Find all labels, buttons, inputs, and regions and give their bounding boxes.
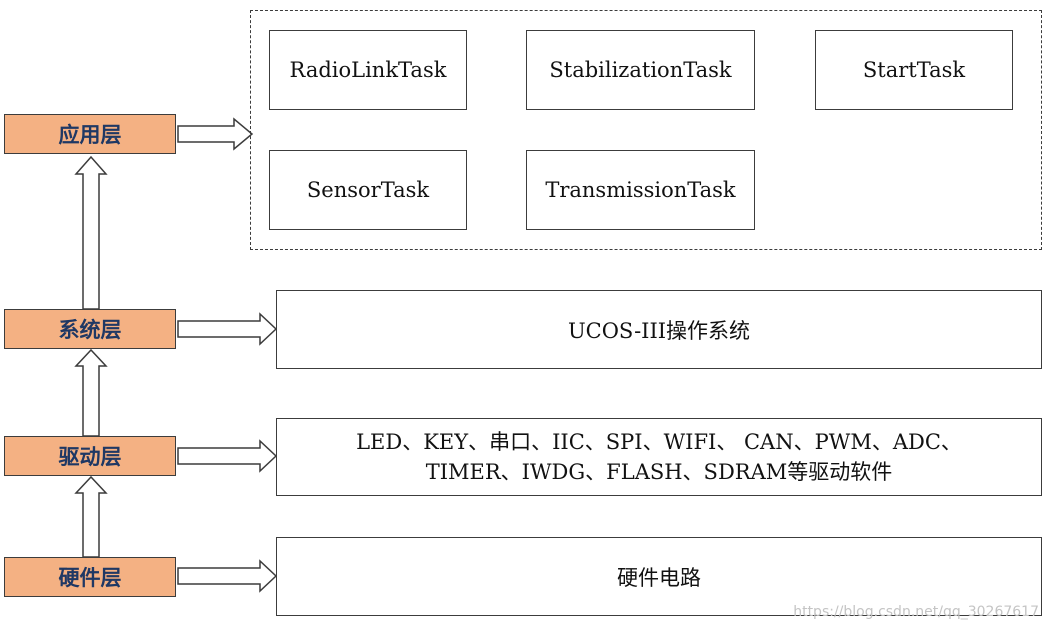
task-transmission: TransmissionTask [526,150,755,230]
task-sensor: SensorTask [269,150,467,230]
task-radio-link-label: RadioLinkTask [289,58,447,82]
system-os-label: UCOS-III操作系统 [567,318,751,343]
task-sensor-label: SensorTask [306,178,430,202]
arrow-system-to-app [74,155,108,310]
arrow-app-to-tasks [177,117,254,151]
arrow-system-to-os [177,312,278,346]
driver-software-box: LED、KEY、串口、IIC、SPI、WIFI、 CAN、PWM、ADC、 TI… [276,418,1042,496]
task-transmission-label: TransmissionTask [545,178,736,202]
arrow-driver-to-drivers [177,439,278,473]
app-tasks-container [250,10,1042,250]
layer-app-label: 应用层 [58,122,122,147]
arrow-driver-to-system [74,348,108,437]
arrow-hardware-to-circuit [177,559,278,593]
layer-driver: 驱动层 [4,436,176,476]
task-stabilization: StabilizationTask [526,30,755,110]
arrow-hardware-to-driver [74,475,108,558]
task-start: StartTask [815,30,1013,110]
hardware-circuit-box: 硬件电路 [276,537,1042,616]
layer-hardware-label: 硬件层 [58,565,122,590]
task-radio-link: RadioLinkTask [269,30,467,110]
layer-hardware: 硬件层 [4,557,176,597]
system-os-box: UCOS-III操作系统 [276,290,1042,369]
layer-system-label: 系统层 [58,317,122,342]
layer-driver-label: 驱动层 [58,444,122,469]
task-start-label: StartTask [862,58,966,82]
layer-app: 应用层 [4,114,176,154]
watermark: https://blog.csdn.net/qq_30267617 [793,604,1039,620]
driver-line-1: LED、KEY、串口、IIC、SPI、WIFI、 CAN、PWM、ADC、 [356,430,962,454]
driver-line-2: TIMER、IWDG、FLASH、SDRAM等驱动软件 [425,460,893,484]
hardware-circuit-label: 硬件电路 [617,565,701,590]
task-stabilization-label: StabilizationTask [549,58,732,82]
layer-system: 系统层 [4,309,176,349]
